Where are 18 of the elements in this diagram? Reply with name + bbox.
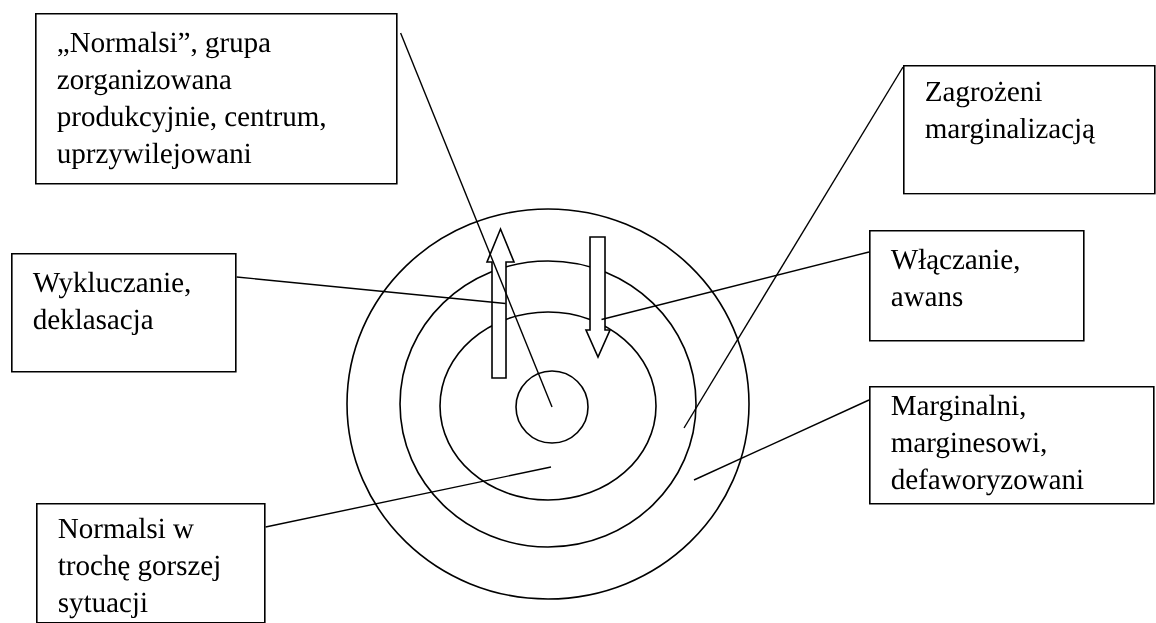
ring bbox=[439, 311, 657, 501]
text-box: Normalsi w trochę gorszej sytuacji bbox=[36, 503, 266, 623]
text-box: Wykluczanie, deklasacja bbox=[11, 253, 237, 373]
leader-line bbox=[600, 251, 870, 321]
leader-line bbox=[264, 466, 552, 528]
leader-line bbox=[683, 66, 904, 429]
ring bbox=[346, 208, 750, 600]
leader-line bbox=[693, 399, 870, 481]
ring bbox=[399, 260, 697, 548]
text-box: Zagrożeni marginalizacją bbox=[903, 65, 1156, 195]
text-box: Włączanie, awans bbox=[869, 230, 1085, 342]
text-box: Marginalni, marginesowi, defaworyzowani bbox=[869, 386, 1155, 505]
leader-line bbox=[235, 276, 507, 305]
block-arrow bbox=[485, 226, 516, 379]
text-box: „Normalsi”, grupa zorganizowana produkcyjnie, centrum, uprzywilejowani bbox=[35, 13, 398, 185]
circle bbox=[515, 370, 589, 444]
block-arrow bbox=[584, 236, 612, 359]
leader-line bbox=[399, 32, 553, 408]
